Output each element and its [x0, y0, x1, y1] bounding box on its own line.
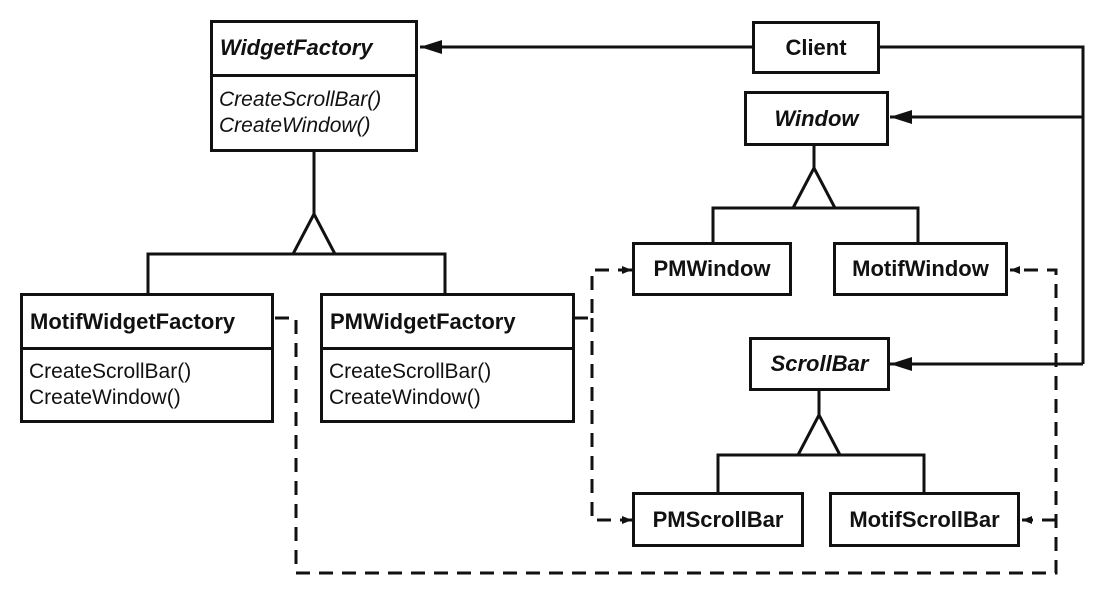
motifwidgetfactory-operations: CreateScrollBar() CreateWindow() — [23, 347, 271, 411]
client-class-name: Client — [785, 34, 847, 60]
widgetfactory-inheritance-branches — [146, 252, 447, 294]
motifscrollbar-class-name: MotifScrollBar — [849, 506, 1000, 532]
window-class: Window — [744, 91, 889, 146]
widgetfactory-inheritance-triangle — [290, 210, 338, 256]
motifscrollbar-class: MotifScrollBar — [829, 492, 1020, 547]
client-bus-line — [880, 45, 1085, 364]
pmwidgetfactory-op-create-window: CreateWindow() — [329, 386, 481, 409]
pmscrollbar-class-name: PMScrollBar — [652, 506, 784, 532]
motifwidgetfactory-class-name: MotifWidgetFactory — [30, 309, 236, 334]
pmwidgetfactory-class: PMWidgetFactory CreateScrollBar() Create… — [320, 293, 575, 423]
motifwidgetfactory-op-create-window: CreateWindow() — [29, 386, 181, 409]
widgetfactory-class-name: WidgetFactory — [220, 35, 373, 60]
pmwidgetfactory-operations: CreateScrollBar() CreateWindow() — [323, 347, 572, 411]
scrollbar-class: ScrollBar — [749, 337, 890, 391]
pmwindow-class-name: PMWindow — [653, 256, 771, 281]
motifwidgetfactory-op-create-scrollbar: CreateScrollBar() — [29, 360, 192, 383]
widgetfactory-operations: CreateScrollBar() CreateWindow() — [213, 74, 415, 139]
widgetfactory-class: WidgetFactory CreateScrollBar() CreateWi… — [210, 20, 418, 152]
client-class: Client — [752, 21, 880, 74]
pmfactory-creates-dependency — [574, 266, 632, 320]
scrollbar-inheritance-branches — [716, 453, 926, 493]
widgetfactory-op-create-scrollbar: CreateScrollBar() — [219, 88, 382, 111]
motifwidgetfactory-class: MotifWidgetFactory CreateScrollBar() Cre… — [20, 293, 274, 423]
motifwindow-class: MotifWindow — [833, 242, 1008, 296]
pmwindow-class: PMWindow — [632, 242, 792, 296]
pmscrollbar-class: PMScrollBar — [632, 492, 804, 547]
window-class-name: Window — [774, 105, 859, 131]
motiffactory-creates-dependency — [275, 266, 1058, 575]
scrollbar-inheritance-triangle — [795, 411, 843, 457]
window-inheritance-branches — [711, 206, 920, 243]
widgetfactory-op-create-window: CreateWindow() — [219, 114, 371, 137]
scrollbar-class-name: ScrollBar — [770, 351, 869, 376]
window-inheritance-triangle — [790, 164, 838, 210]
pmwidgetfactory-class-name: PMWidgetFactory — [330, 309, 516, 334]
motifwindow-class-name: MotifWindow — [852, 256, 989, 281]
pmwidgetfactory-op-create-scrollbar: CreateScrollBar() — [329, 360, 492, 383]
pmfactory-creates-scrollbar-dependency — [590, 318, 632, 524]
